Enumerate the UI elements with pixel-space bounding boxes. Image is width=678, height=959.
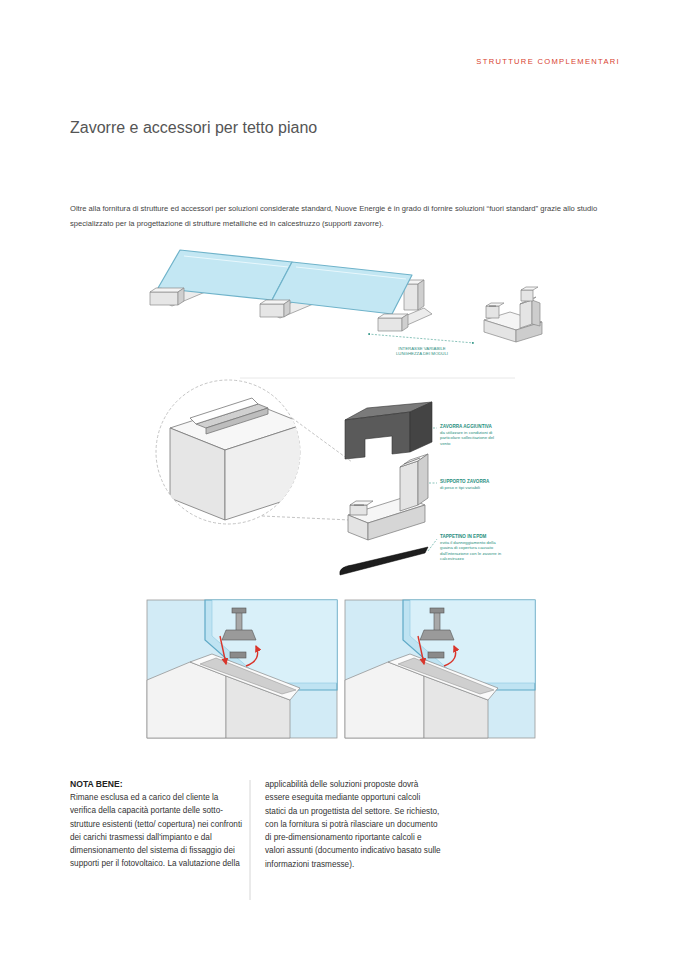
note-heading: NOTA BENE: (70, 779, 240, 789)
callout-title: TAPPETINO IN EPDM (440, 534, 510, 540)
callout-text: di peso e tipi variabili (440, 485, 504, 490)
front-ballast-part (150, 292, 178, 305)
ballast-support-part (400, 461, 418, 511)
clamp-detail (147, 600, 337, 738)
ballast-support-part (350, 505, 367, 515)
extra-ballast-part (410, 402, 432, 452)
detail-magnifier-part (292, 418, 352, 462)
extra-ballast (345, 402, 432, 459)
page-title: Zavorre e accessori per tetto piano (70, 119, 490, 137)
clamp-detail-part (200, 658, 296, 694)
clamp-detail (345, 600, 535, 738)
ballast-support (348, 454, 428, 540)
callout-leader-part (429, 483, 437, 484)
detail-magnifier-part (262, 516, 350, 520)
detail-magnifier-part (240, 378, 515, 379)
intro-paragraph: Oltre alla fornitura di strutture ed acc… (70, 201, 618, 231)
epdm-mat (340, 547, 428, 575)
back-ballast-part (418, 280, 424, 310)
ballast-support-small-part (484, 320, 516, 342)
callout-leader-part (433, 428, 437, 429)
ballast-support-part (350, 501, 373, 505)
clamp-detail-part (246, 646, 258, 666)
front-ballast-part (402, 314, 408, 331)
callout-leader-part (428, 539, 437, 551)
clamp-detail-part (236, 612, 242, 632)
ballast-support-part (404, 458, 420, 464)
note-text: Rimane esclusa ed a carico del cliente l… (70, 791, 246, 871)
clamp-detail-part (222, 630, 256, 640)
ballast-support-part (354, 505, 364, 506)
callout-title: ZAVORRA AGGIUNTIVA (440, 424, 510, 430)
detail-magnifier-part-part (225, 424, 305, 520)
section-header: STRUTTURE COMPLEMENTARI (420, 57, 620, 66)
clamp-detail-part (230, 652, 246, 658)
clamp-detail-part (220, 636, 226, 664)
callout-text: da utilizzare in condizioni di particola… (440, 430, 504, 446)
ballast-support-small-part (486, 306, 499, 318)
ballast-support-small-part (520, 300, 532, 328)
detail-magnifier-part-part (170, 428, 225, 520)
callout-text: evita il danneggiamento della guaina di … (440, 540, 506, 561)
callout-title: SUPPORTO ZAVORRA (440, 479, 510, 485)
front-ballast-part (178, 288, 184, 305)
dimension-label: INTERASSE VARIABILE LUNGHEZZA DEI MODULI (392, 346, 452, 356)
ballast-support-part (368, 505, 425, 540)
pv-module-part (272, 262, 412, 314)
detail-magnifier-part-part (190, 398, 258, 424)
ballast-support-small-part (521, 290, 533, 301)
clamp-detail-part (147, 600, 337, 738)
ballast-support-small-part (532, 300, 540, 326)
front-ballast (150, 288, 408, 331)
note-text: applicabilità delle soluzioni proposte d… (265, 778, 441, 871)
dimension-line (368, 334, 474, 343)
ballast-support-small-part (521, 287, 538, 290)
column-divider (250, 780, 251, 900)
panel-array (150, 250, 432, 331)
extra-ballast-part (345, 412, 410, 459)
clamp-detail-part (232, 608, 246, 613)
ballast-support-small-part (486, 303, 504, 306)
callout-leader (428, 428, 437, 551)
front-ballast-part (378, 318, 402, 331)
back-ballast-part (404, 284, 418, 310)
ballast-support-small-part (489, 306, 496, 307)
clamp-detail-part (147, 662, 226, 738)
ballast-support-part (418, 454, 428, 505)
ballast-support-small (484, 287, 542, 342)
front-ballast-part (260, 304, 284, 317)
detail-magnifier-part (170, 398, 305, 520)
ballast-support-part (348, 515, 368, 540)
pv-module-part (296, 267, 406, 279)
front-ballast-part (284, 300, 290, 317)
detail-magnifier (156, 378, 515, 524)
clamp-detail-part (190, 654, 300, 700)
pv-module-part (184, 256, 288, 267)
